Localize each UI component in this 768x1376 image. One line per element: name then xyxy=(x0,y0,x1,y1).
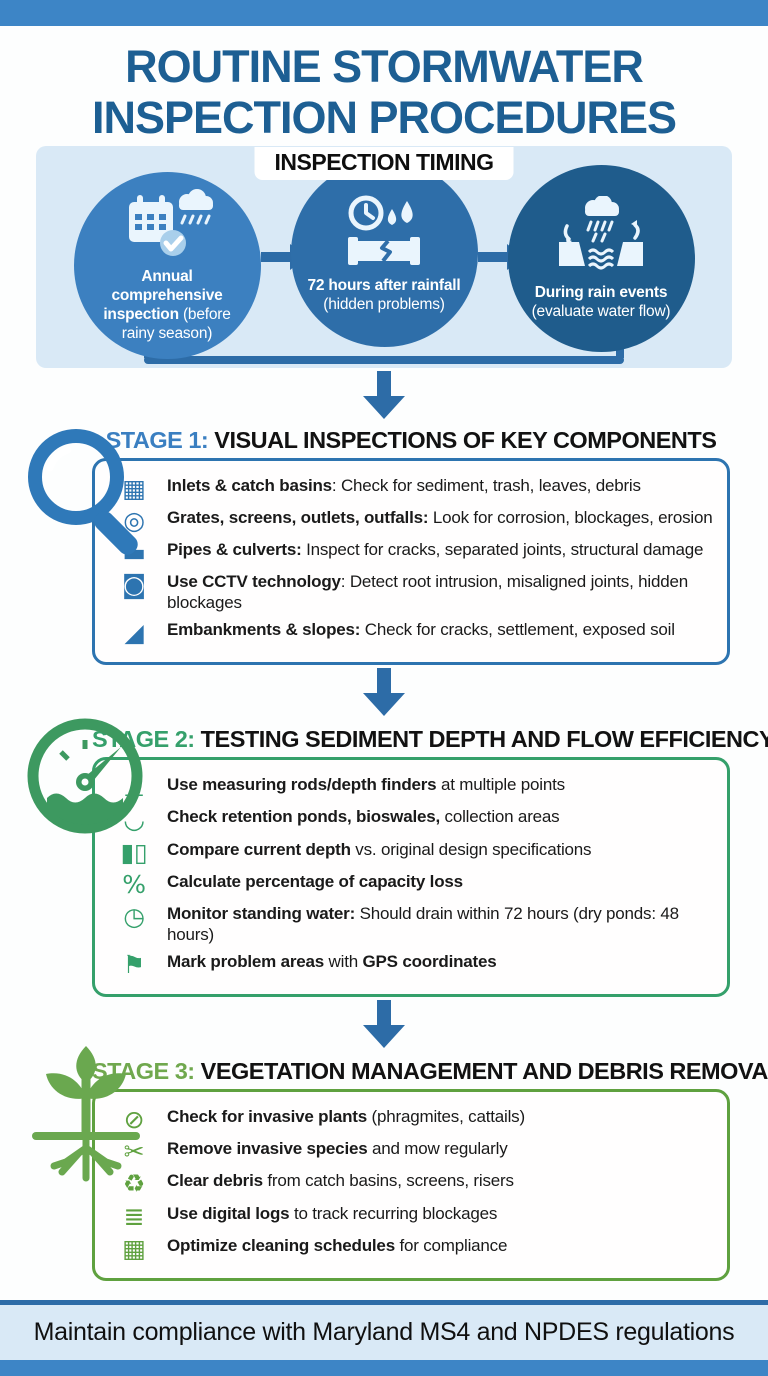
stage-1-label: STAGE 1: xyxy=(105,426,209,453)
inspection-timing-panel: INSPECTION TIMING xyxy=(36,145,732,368)
compliance-footer: Maintain compliance with Maryland MS4 an… xyxy=(0,1300,768,1360)
checklist-item-text: Pipes & culverts: Inspect for cracks, se… xyxy=(167,540,704,560)
stage-1-title: VISUAL INSPECTIONS OF KEY COMPONENTS xyxy=(214,426,717,453)
arrow-right-icon xyxy=(477,243,524,270)
checklist-item: ◷ Monitor standing water: Should drain wi… xyxy=(117,902,715,945)
plant-roots-icon xyxy=(32,1045,140,1182)
compliance-footer-text: Maintain compliance with Maryland MS4 an… xyxy=(33,1318,735,1346)
timing-node-rain-events-text: During rain events (evaluate water flow) xyxy=(531,283,671,320)
checklist-item-text: Optimize cleaning schedules for complian… xyxy=(167,1235,508,1255)
magnifying-glass-icon xyxy=(28,428,138,555)
checklist-item-text: Compare current depth vs. original desig… xyxy=(167,839,592,859)
gps-pin-icon: ⚑ xyxy=(122,949,146,979)
timing-connector-line xyxy=(144,355,624,364)
timing-node-72-hours: 72 hours after rainfall (hidden problems… xyxy=(290,160,478,348)
stage-3-section: STAGE 3: VEGETATION MANAGEMENT AND DEBRI… xyxy=(0,1045,768,1282)
stage-3-checklist: ⊘ Check for invasive plants (phragmites, … xyxy=(92,1088,730,1282)
cleaning-schedule-icon: ▦ xyxy=(122,1233,146,1263)
embankment-slope-icon: ◢ xyxy=(124,617,144,647)
checklist-item-text: Monitor standing water: Should drain wit… xyxy=(167,904,679,944)
page-title-line1: ROUTINE STORMWATER xyxy=(125,41,644,92)
calendar-rain-check-icon xyxy=(129,188,213,256)
stage-2-checklist: ⊥Use measuring rods/depth finders at mul… xyxy=(92,757,730,997)
timing-node-72-hours-text: 72 hours after rainfall (hidden problems… xyxy=(307,276,461,313)
checklist-item: ◎ Grates, screens, outlets, outfalls: Loo… xyxy=(117,505,715,535)
stage-2-title: TESTING SEDIMENT DEPTH AND FLOW EFFICIEN… xyxy=(200,726,768,753)
checklist-item-text: Grates, screens, outlets, outfalls: Look… xyxy=(167,507,713,527)
stage-1-checklist: ▦ Inlets & catch basins: Check for sedime… xyxy=(92,457,730,666)
rain-channel-flow-icon xyxy=(559,195,643,270)
checklist-item: ⊘ Check for invasive plants (phragmites, … xyxy=(117,1104,715,1134)
checklist-item-text: Use CCTV technology: Detect root intrusi… xyxy=(167,572,688,613)
water-gauge-icon xyxy=(27,718,143,834)
inlet-grate-icon: ▦ xyxy=(122,473,146,503)
checklist-item: ◡Check retention ponds, bioswales, colle… xyxy=(117,807,715,834)
bottom-bar xyxy=(0,1360,768,1376)
checklist-item-text: Use measuring rods/depth finders at mult… xyxy=(167,775,565,795)
checklist-item-text: Remove invasive species and mow regularl… xyxy=(167,1139,508,1159)
stage-3-title: VEGETATION MANAGEMENT AND DEBRIS REMOVAL xyxy=(200,1057,768,1084)
stage-1-section: STAGE 1: VISUAL INSPECTIONS OF KEY COMPO… xyxy=(0,427,768,666)
arrow-down-icon xyxy=(362,668,406,717)
arrow-down-icon xyxy=(362,999,406,1048)
page-title-line2: INSPECTION PROCEDURES xyxy=(91,91,677,143)
checklist-item-text: Clear debris from catch basins, screens,… xyxy=(167,1171,514,1191)
checklist-item-text: Use digital logs to track recurring bloc… xyxy=(167,1203,498,1223)
percent-icon: % xyxy=(122,869,146,899)
checklist-item: ⚑ Mark problem areas with GPS coordinates xyxy=(117,949,715,979)
debris-trash-icon: ♻ xyxy=(122,1169,146,1199)
no-invasive-plants-icon: ⊘ xyxy=(123,1104,145,1134)
checklist-item: ≣ Use digital logs to track recurring blo… xyxy=(117,1201,715,1231)
checklist-item: ✂ Remove invasive species and mow regular… xyxy=(117,1137,715,1167)
timing-node-rain-events: During rain events (evaluate water flow) xyxy=(507,165,695,353)
checklist-item-text: Inlets & catch basins: Check for sedimen… xyxy=(167,475,641,495)
checklist-item-text: Calculate percentage of capacity loss xyxy=(167,871,463,891)
checklist-item-text: Check for invasive plants (phragmites, c… xyxy=(167,1106,525,1126)
checklist-item: ⊥Use measuring rods/depth finders at mul… xyxy=(117,774,715,801)
timing-node-annual: Annual comprehensive inspection (before … xyxy=(73,172,261,360)
checklist-item: ▦ Inlets & catch basins: Check for sedime… xyxy=(117,473,715,503)
checklist-item: ▬Pipes & culverts: Inspect for cracks, s… xyxy=(117,539,715,566)
arrow-right-icon xyxy=(260,243,307,270)
page-title: ROUTINE STORMWATER INSPECTION PROCEDURES xyxy=(0,41,768,144)
checklist-item-text: Mark problem areas with GPS coordinates xyxy=(167,951,497,971)
arrow-down-icon xyxy=(362,370,406,419)
stage-3-heading: STAGE 3: VEGETATION MANAGEMENT AND DEBRI… xyxy=(92,1058,768,1085)
stage-2-section: STAGE 2: TESTING SEDIMENT DEPTH AND FLOW… xyxy=(0,718,768,997)
top-bar xyxy=(0,0,768,26)
checklist-item: ♻ Clear debris from catch basins, screens… xyxy=(117,1169,715,1199)
checklist-item-text: Check retention ponds, bioswales, collec… xyxy=(167,807,560,827)
stage-2-heading: STAGE 2: TESTING SEDIMENT DEPTH AND FLOW… xyxy=(92,726,768,753)
checklist-item-text: Embankments & slopes: Check for cracks, … xyxy=(167,619,675,639)
timing-node-annual-text: Annual comprehensive inspection (before … xyxy=(103,267,231,342)
inspection-timing-label: INSPECTION TIMING xyxy=(254,146,514,180)
digital-log-icon: ≣ xyxy=(123,1201,145,1231)
drain-clock-icon: ◷ xyxy=(123,902,145,932)
checklist-item: ◙ Use CCTV technology: Detect root intrus… xyxy=(117,572,715,613)
stage-1-heading: STAGE 1: VISUAL INSPECTIONS OF KEY COMPO… xyxy=(92,427,730,454)
checklist-item: ▮▯ Compare current depth vs. original des… xyxy=(117,837,715,867)
lawn-mower-icon: ✂ xyxy=(123,1137,145,1167)
cctv-camera-icon: ◙ xyxy=(121,570,147,600)
checklist-item: ◢ Embankments & slopes: Check for cracks,… xyxy=(117,617,715,647)
clock-drops-broken-pipe-icon xyxy=(348,195,420,265)
checklist-item: % Calculate percentage of capacity loss xyxy=(117,869,715,899)
checklist-item: ▦ Optimize cleaning schedules for complia… xyxy=(117,1233,715,1263)
depth-compare-icon: ▮▯ xyxy=(120,837,148,867)
outfall-screen-icon: ◎ xyxy=(123,505,145,535)
